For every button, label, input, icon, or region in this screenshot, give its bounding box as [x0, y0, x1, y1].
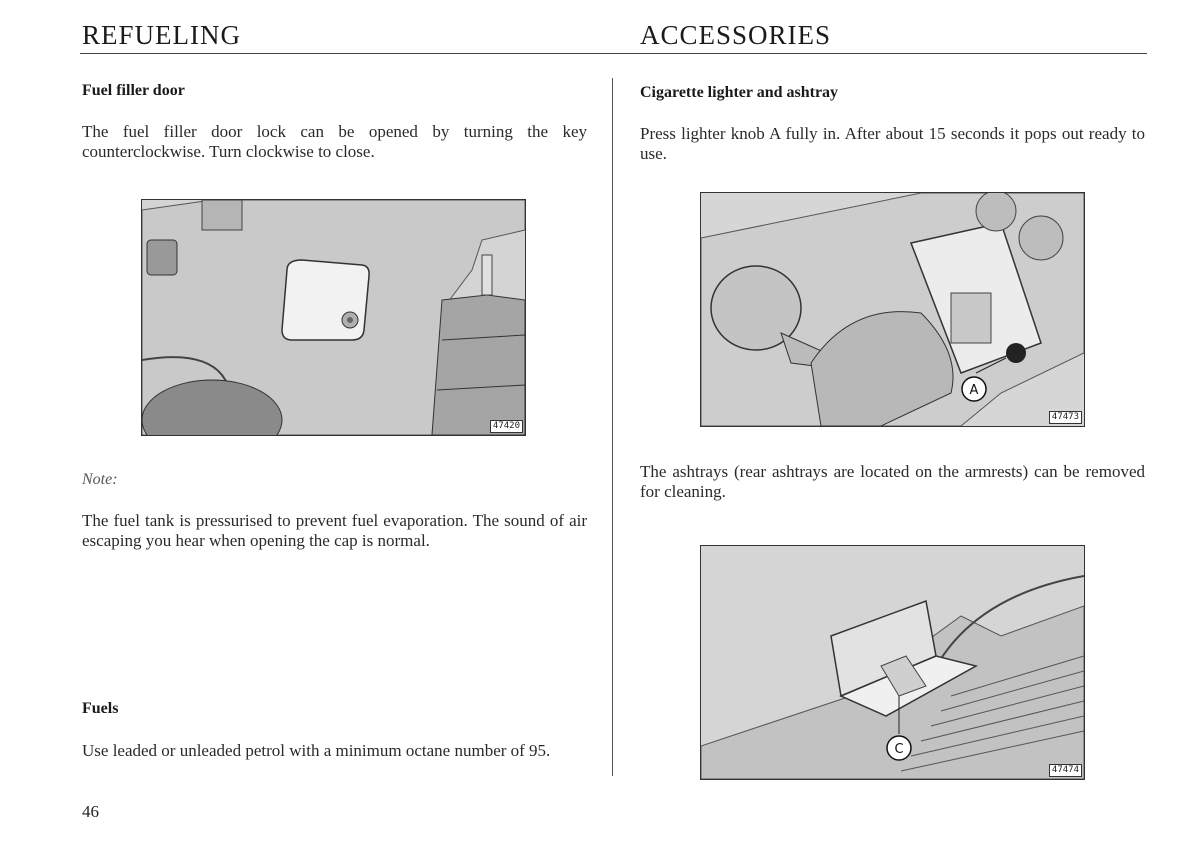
- fuel-filler-door-text: The fuel filler door lock can be opened …: [82, 122, 587, 161]
- column-divider: [612, 78, 613, 776]
- fuel-filler-door-heading: Fuel filler door: [82, 82, 185, 99]
- page-header-left: REFUELING: [82, 20, 241, 50]
- ashtray-text: The ashtrays (rear ashtrays are located …: [640, 462, 1145, 501]
- cigarette-lighter-text: Press lighter knob A fully in. After abo…: [640, 124, 1145, 163]
- note-label: Note:: [82, 471, 118, 488]
- figure-label-c: C: [894, 742, 903, 757]
- fuels-heading: Fuels: [82, 700, 119, 717]
- header-rule: [80, 53, 1147, 54]
- fuels-text: Use leaded or unleaded petrol with a min…: [82, 741, 551, 760]
- figure-number-47420: 47420: [489, 420, 523, 433]
- fuel-filler-door-figure: 47420: [141, 199, 526, 436]
- figure-label-a: A: [970, 383, 979, 398]
- ashtray-figure: C 47474: [700, 545, 1085, 780]
- note-text: The fuel tank is pressurised to prevent …: [82, 511, 587, 550]
- page-number: 46: [82, 802, 99, 821]
- ashtray-illustration: C: [701, 546, 1084, 779]
- page-header-right: ACCESSORIES: [640, 20, 832, 50]
- figure-number-47473: 47473: [1048, 411, 1082, 424]
- lighter-illustration: A: [701, 193, 1084, 426]
- figure-number-47474: 47474: [1048, 764, 1082, 777]
- cigarette-lighter-figure: A 47473: [700, 192, 1085, 427]
- cigarette-lighter-heading: Cigarette lighter and ashtray: [640, 84, 839, 101]
- fuel-door-illustration: [142, 200, 525, 435]
